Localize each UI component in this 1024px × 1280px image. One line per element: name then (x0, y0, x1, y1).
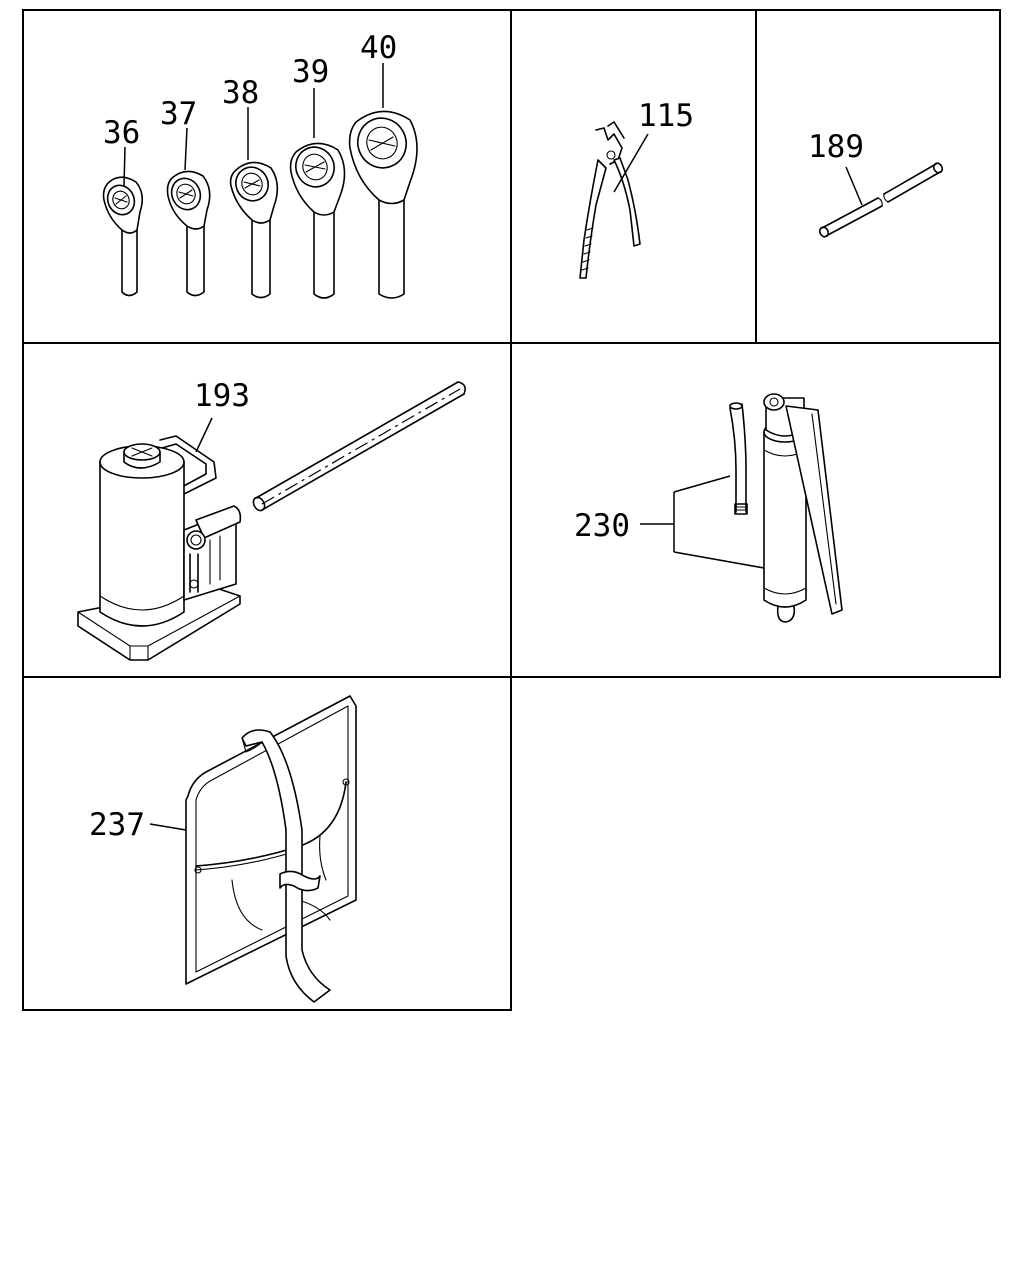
wrench-40 (348, 110, 418, 299)
pin-rod-icon (818, 162, 944, 238)
callout-237: 237 (89, 807, 145, 843)
callout-37: 37 (160, 96, 197, 132)
pliers-icon (579, 121, 641, 279)
wrench-36 (102, 176, 144, 297)
box-end-wrench-set-icon (102, 63, 418, 299)
callout-189: 189 (808, 129, 864, 165)
callout-38: 38 (222, 75, 259, 111)
callout-193: 193 (194, 378, 250, 414)
wrench-38 (229, 161, 279, 299)
leader-115 (613, 133, 649, 193)
callout-115: 115 (638, 98, 694, 134)
wrench-37 (166, 170, 211, 297)
leader-230 (640, 475, 765, 569)
hydraulic-bottle-jack-icon (77, 381, 466, 661)
callout-40: 40 (360, 30, 397, 66)
grease-gun-icon (729, 393, 843, 623)
leader-37 (184, 127, 188, 171)
callout-39: 39 (292, 54, 329, 90)
leader-36 (123, 146, 126, 187)
leader-193 (195, 417, 213, 453)
tool-bag-icon (185, 695, 357, 1003)
panel-frames (22, 9, 1001, 1011)
callout-36: 36 (103, 115, 140, 151)
leader-237 (149, 823, 187, 831)
callout-230: 230 (574, 508, 630, 544)
wrench-39 (289, 142, 346, 299)
leader-189 (845, 166, 863, 206)
